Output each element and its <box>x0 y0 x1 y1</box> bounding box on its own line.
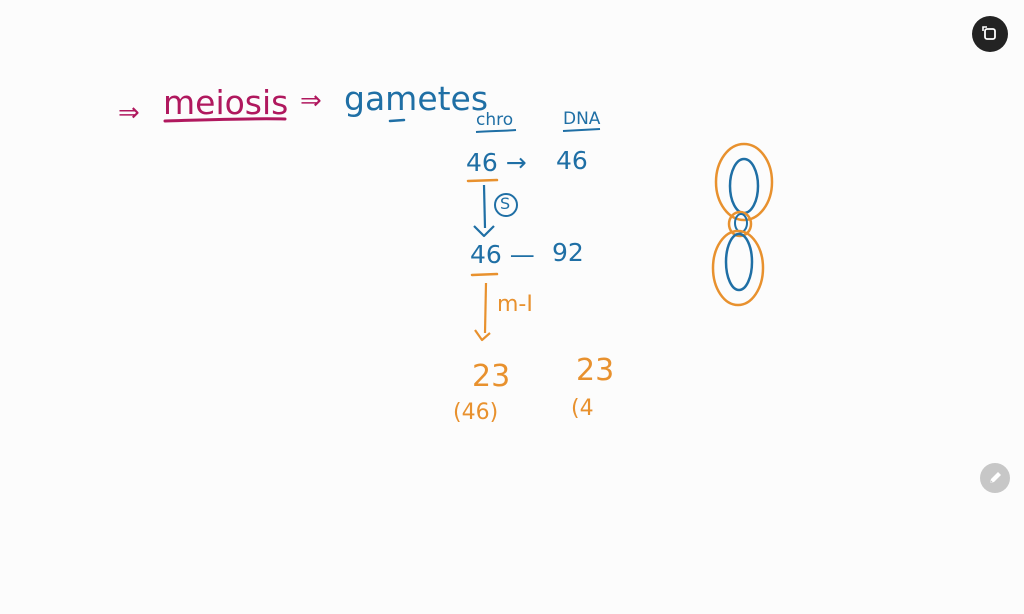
row3-left-value: 23 <box>472 359 511 394</box>
row3-right-value: 23 <box>576 353 615 388</box>
expand-button[interactable] <box>972 16 1008 52</box>
column-header-chromosomes: chro <box>476 110 514 130</box>
row4-left-bracket: (46) <box>453 400 499 425</box>
s-phase-label: S <box>500 194 511 213</box>
dna-underline <box>562 128 601 132</box>
meiosis-one-label: m-I <box>497 292 533 317</box>
row2-chromosome-count: 46 — <box>470 240 535 269</box>
row1-arrow: → <box>505 148 527 177</box>
s-arrow-line <box>482 184 487 229</box>
gametes-tick <box>388 118 406 123</box>
underline-46-second <box>470 272 499 277</box>
heading-gametes: gametes <box>344 79 489 118</box>
row2-dna-count: 92 <box>552 238 584 267</box>
upper-chromatid-outer <box>714 142 774 222</box>
row2-dash: — <box>509 240 535 269</box>
row1-chromosome-count: 46 → <box>466 148 527 177</box>
row1-dna-count: 46 <box>556 146 588 175</box>
upper-chromatid-inner <box>728 157 760 215</box>
meiosis-underline <box>163 117 287 123</box>
centromere-outer <box>727 210 753 238</box>
m1-arrow-head <box>474 329 491 342</box>
pencil-button[interactable] <box>980 463 1010 493</box>
lower-chromatid-inner <box>724 232 754 292</box>
expand-icon <box>982 26 996 40</box>
chro-underline <box>475 129 517 133</box>
m1-arrow-line <box>483 282 488 334</box>
chromosome-drawing <box>711 142 774 307</box>
lower-chromatid-outer <box>711 229 765 307</box>
heading-meiosis: meiosis <box>163 83 289 122</box>
centromere-inner <box>734 213 748 233</box>
heading-arrow-after: ⇒ <box>300 86 322 116</box>
underline-46-first <box>466 178 499 183</box>
row4-right-bracket: (4 <box>571 396 594 421</box>
s-arrow-head <box>473 225 495 238</box>
s-circle <box>494 193 518 217</box>
column-header-dna: DNA <box>563 109 601 129</box>
pencil-icon <box>990 472 1001 483</box>
heading-arrow-before: ⇒ <box>118 98 140 128</box>
